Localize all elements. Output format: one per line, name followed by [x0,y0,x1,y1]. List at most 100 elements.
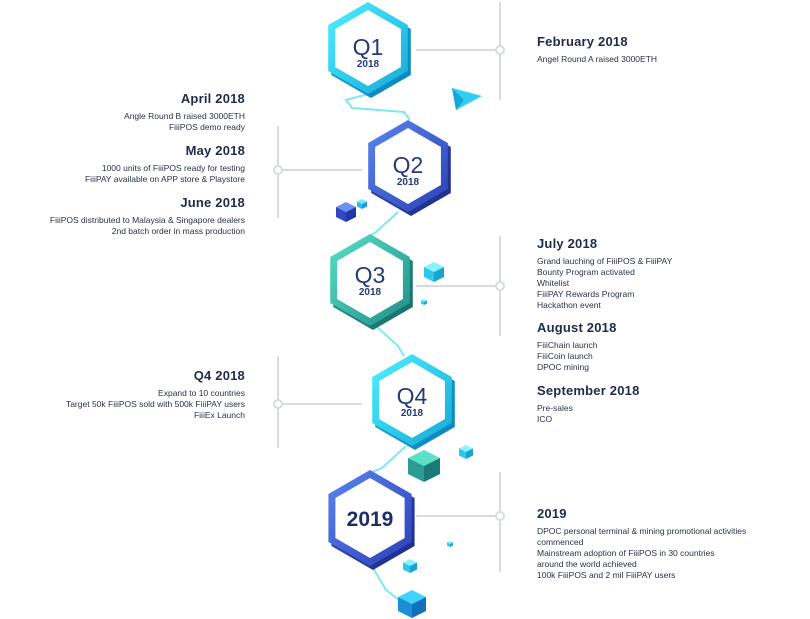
cube-left [398,597,412,618]
milestone-line: Target 50k FiiiPOS sold with 500k FiiiPA… [65,399,245,409]
milestone-2019: 2019 DPOC personal terminal & mining pro… [537,506,746,581]
milestone-line: Bounty Program activated [537,267,635,277]
milestone-line: FiiiPAY available on APP store & Playsto… [84,174,245,184]
milestone-title: February 2018 [537,34,628,49]
y2019-hexagon [328,470,415,570]
milestone-line: Grand lauching of FiiiPOS & FiiiPAY [537,256,673,266]
hexagon-inner [337,242,403,318]
milestone-line: FiiiPAY Rewards Program [537,289,635,299]
milestone-line: FiiiPOS distributed to Malaysia & Singap… [49,215,245,225]
y2019-hexagon-label: 2019 [330,508,410,532]
cube-right [450,542,453,547]
q3-hexagon [330,234,413,330]
milestone-line: Angel Round A raised 3000ETH [537,54,658,64]
milestone-line: FiiiPOS demo ready [168,122,245,132]
milestone-jul-2018: July 2018 Grand lauching of FiiiPOS & Fi… [537,236,672,311]
hexagon-inner [375,128,441,204]
cube-blue [336,202,356,222]
q2-year: 2018 [396,177,420,188]
triangle-shard-shade [452,88,464,110]
q4-quarter: Q4 [396,383,428,409]
cube-left [403,562,410,573]
q4-hexagon-label: Q4 2018 [374,384,450,420]
q4-year: 2018 [400,408,424,419]
milestone-line: FiiiChain launch [537,340,598,350]
cube-small-cyan [357,199,367,209]
cube-tiny [447,541,453,547]
milestone-title: Q4 2018 [193,368,245,383]
cube-left [421,300,424,305]
cube-tiny [421,299,427,305]
milestone-line: FiiiCoin launch [537,351,593,361]
milestone-line: commenced [537,537,584,547]
q4-hexagon [372,354,455,450]
q2-hexagon-label: Q2 2018 [370,153,446,189]
milestone-line: Mainstream adoption of FiiiPOS in 30 cou… [537,548,715,558]
q3-year: 2018 [358,287,382,298]
path-line [344,91,411,121]
connector-dot [495,511,505,521]
milestone-line: 100k FiiiPOS and 2 mil FiiiPAY users [537,570,676,580]
y2019-quarter: 2019 [346,508,394,531]
milestone-line: 2nd batch order in mass production [111,226,245,236]
milestone-jun-2018: June 2018 FiiiPOS distributed to Malaysi… [50,195,245,237]
cube-blue-cyan [398,590,426,618]
milestone-line: FiiiEx Launch [193,410,245,420]
milestone-title: 2019 [537,506,567,521]
connector-dot [495,281,505,291]
hexagon-inner [379,362,445,438]
hexagon-inner [335,478,405,558]
cube-right [424,300,427,305]
cube-right [410,562,417,573]
cube-left [447,542,450,547]
connector-dot [495,45,505,55]
cube-left [459,448,466,459]
cube-left [336,207,346,222]
q1-quarter: Q1 [352,34,384,60]
q2-hexagon [368,120,451,216]
connector-dot [273,399,283,409]
cube-teal [408,450,440,482]
cube-cyan [424,262,444,282]
milestone-line: Angle Round B raised 3000ETH [124,111,245,121]
path-line [369,211,399,237]
hexagon-inner [335,10,401,86]
milestone-line: Pre-sales [537,403,573,413]
milestone-title: August 2018 [537,320,617,335]
milestone-may-2018: May 2018 1000 units of FiiiPOS ready for… [85,143,245,185]
milestone-line: Whitelist [537,278,570,288]
milestone-line: Hackathon event [537,300,601,310]
milestone-feb-2018: February 2018 Angel Round A raised 3000E… [537,34,657,65]
cube-left [408,458,424,482]
cube-left [357,201,362,209]
connector-dot [273,165,283,175]
cube-cyan [459,445,473,459]
q1-year: 2018 [356,59,380,70]
milestone-lines: DPOC personal terminal & mining promotio… [537,526,746,581]
cube-right [412,597,426,618]
path-line [371,445,407,473]
cube-right [434,267,444,282]
milestone-title: September 2018 [537,383,640,398]
cube-right [346,207,356,222]
milestone-lines: FiiiPOS distributed to Malaysia & Singap… [50,215,245,237]
milestone-title: July 2018 [537,236,598,251]
milestone-line: DPOC mining [537,362,589,372]
milestone-line: ICO [537,414,553,424]
milestone-title: April 2018 [180,91,245,106]
q3-quarter: Q3 [354,262,386,288]
path-line [375,325,405,357]
q2-quarter: Q2 [392,152,424,178]
milestone-line: Expand to 10 countries [158,388,245,398]
cube-cyan [403,559,417,573]
